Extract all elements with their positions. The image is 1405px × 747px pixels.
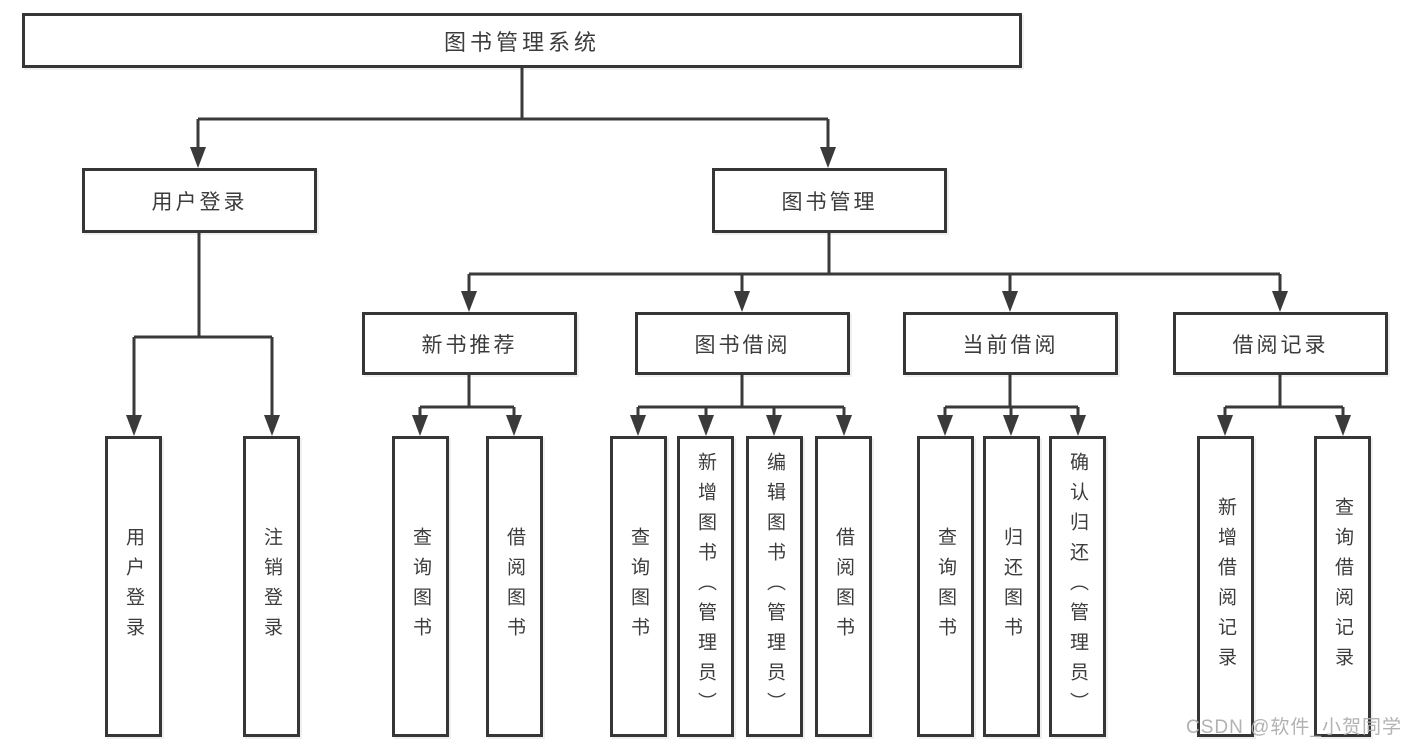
- node-book-management: 图书管理: [712, 168, 947, 233]
- arrow-down-icon: [506, 415, 522, 436]
- arrow-down-icon: [1335, 415, 1351, 436]
- leaf-return-books: 归还图书: [983, 436, 1040, 737]
- leaf-query-books-recommend: 查询图书: [392, 436, 449, 737]
- node-label: 查询借阅记录: [1332, 496, 1353, 677]
- arrow-down-icon: [734, 291, 750, 312]
- node-label: 用户登录: [151, 190, 248, 214]
- connector-line: [418, 375, 516, 418]
- node-label: 借阅图书: [504, 526, 525, 647]
- connector-line: [636, 375, 846, 418]
- arrow-down-icon: [412, 415, 428, 436]
- leaf-borrow-books: 借阅图书: [815, 436, 872, 737]
- arrow-down-icon: [264, 415, 280, 436]
- node-label: 当前借阅: [962, 333, 1059, 357]
- arrow-down-icon: [126, 415, 142, 436]
- watermark: CSDN @软件_小贺同学: [1186, 717, 1402, 738]
- connector-line: [467, 233, 1282, 295]
- node-label: 归还图书: [1001, 526, 1022, 647]
- arrow-down-icon: [1002, 291, 1018, 312]
- node-label: 借阅图书: [833, 526, 854, 647]
- arrow-down-icon: [698, 415, 714, 436]
- node-current-borrowing: 当前借阅: [903, 312, 1118, 375]
- node-label: 注销登录: [261, 526, 282, 647]
- arrow-down-icon: [1070, 415, 1086, 436]
- node-label: 用户登录: [123, 526, 144, 647]
- leaf-user-login: 用户登录: [105, 436, 162, 737]
- arrow-down-icon: [1003, 415, 1019, 436]
- node-label: 确认归还（管理员）: [1067, 451, 1088, 722]
- leaf-add-borrow-record: 新增借阅记录: [1197, 436, 1254, 737]
- connector-line: [943, 375, 1080, 418]
- arrow-down-icon: [836, 415, 852, 436]
- leaf-query-books-borrow: 查询图书: [610, 436, 667, 737]
- node-label: 借阅记录: [1232, 333, 1329, 357]
- leaf-edit-books-admin: 编辑图书（管理员）: [746, 436, 803, 737]
- arrow-down-icon: [820, 147, 836, 168]
- arrowhead-icons: [126, 147, 1351, 436]
- node-book-borrowing: 图书借阅: [635, 312, 850, 375]
- arrow-down-icon: [461, 291, 477, 312]
- node-label: 图书管理系统: [443, 29, 600, 55]
- node-label: 图书管理: [781, 190, 878, 214]
- node-label: 查询图书: [935, 526, 956, 647]
- arrow-down-icon: [1217, 415, 1233, 436]
- leaf-logout: 注销登录: [243, 436, 300, 737]
- node-label: 新书推荐: [421, 333, 518, 357]
- leaf-borrow-books-recommend: 借阅图书: [486, 436, 543, 737]
- connector-line: [132, 233, 274, 418]
- node-label: 新增借阅记录: [1215, 496, 1236, 677]
- node-new-book-recommendation: 新书推荐: [362, 312, 577, 375]
- leaf-confirm-return-admin: 确认归还（管理员）: [1049, 436, 1106, 737]
- arrow-down-icon: [630, 415, 646, 436]
- node-label: 新增图书（管理员）: [695, 451, 716, 722]
- node-library-management-system: 图书管理系统: [22, 13, 1022, 68]
- connector-line: [196, 68, 830, 150]
- arrow-down-icon: [937, 415, 953, 436]
- node-label: 查询图书: [410, 526, 431, 647]
- node-label: 查询图书: [628, 526, 649, 647]
- node-label: 编辑图书（管理员）: [764, 451, 785, 722]
- connector-lines: [132, 68, 1345, 418]
- node-label: 图书借阅: [694, 333, 791, 357]
- leaf-add-books-admin: 新增图书（管理员）: [677, 436, 734, 737]
- node-borrowing-records: 借阅记录: [1173, 312, 1388, 375]
- leaf-query-books-current: 查询图书: [917, 436, 974, 737]
- arrow-down-icon: [766, 415, 782, 436]
- arrow-down-icon: [190, 147, 206, 168]
- arrow-down-icon: [1272, 291, 1288, 312]
- connector-line: [1223, 375, 1345, 418]
- leaf-query-borrow-record: 查询借阅记录: [1314, 436, 1371, 737]
- node-user-login: 用户登录: [82, 168, 317, 233]
